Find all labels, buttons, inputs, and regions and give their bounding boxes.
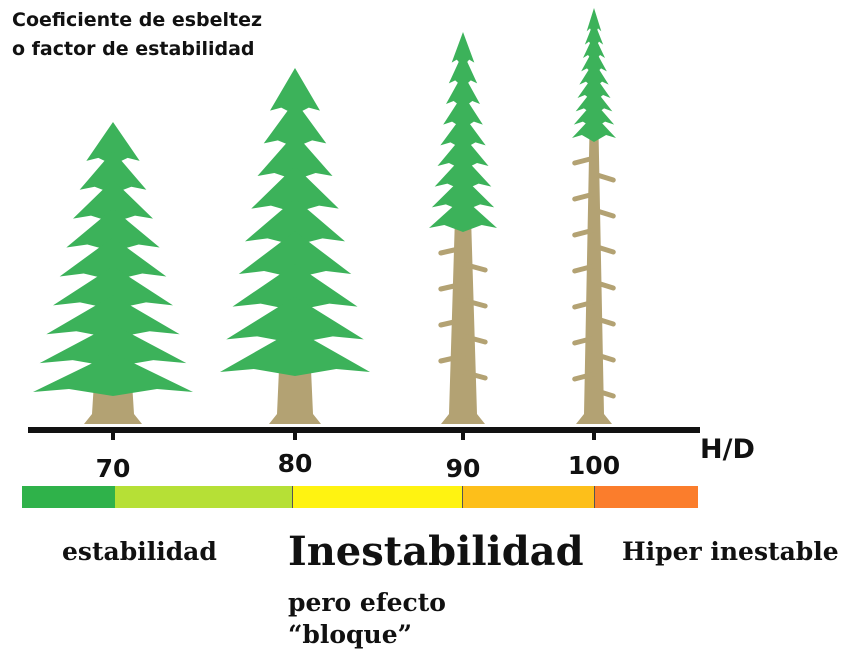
tree-branch: [460, 297, 488, 309]
tree-foliage: [39, 324, 187, 368]
tree-foliage: [53, 266, 173, 310]
scale-band-4: [462, 486, 595, 508]
tree-3: [429, 32, 497, 424]
scale-band-2: [115, 486, 292, 508]
category-unstable: Inestabilidad: [288, 528, 584, 575]
tick-label-100: 100: [567, 451, 621, 480]
tree-branch: [460, 333, 488, 345]
tree-foliage: [257, 133, 333, 180]
tree-foliage: [245, 198, 345, 246]
tree-foliage: [434, 156, 492, 191]
category-stable: estabilidad: [62, 537, 217, 566]
tree-foliage: [59, 237, 167, 281]
tree-branch: [460, 261, 488, 273]
tree-foliage: [238, 231, 352, 278]
title-line-1: Coeficiente de esbeltez: [12, 9, 263, 31]
tree-foliage: [73, 179, 153, 223]
tree-foliage: [66, 208, 160, 252]
tree-foliage: [440, 114, 486, 150]
tree-1: [33, 122, 193, 424]
scale-band-3: [292, 486, 463, 508]
tree-branch: [591, 279, 616, 291]
title-line-2: o factor de estabilidad: [12, 38, 255, 60]
tree-foliage: [270, 68, 320, 115]
tree-branch: [591, 387, 616, 399]
tree-foliage: [226, 296, 364, 344]
tree-foliage: [33, 353, 193, 396]
tree-branch: [591, 315, 616, 327]
tree-branch: [591, 351, 616, 363]
tree-foliage: [451, 32, 475, 67]
tree-foliage: [448, 52, 478, 88]
tree-branch: [591, 171, 616, 183]
tree-foliage: [446, 73, 480, 108]
diagram-title: Coeficiente de esbeltez o factor de esta…: [12, 6, 262, 64]
tree-branch: [438, 317, 466, 328]
category-hyper: Hiper inestable: [622, 537, 839, 566]
tree-branch: [572, 335, 597, 346]
tree-branch: [572, 191, 597, 202]
tree-foliage: [86, 122, 140, 165]
tree-2: [220, 68, 370, 424]
tree-branch: [572, 299, 597, 310]
tree-branch: [572, 155, 597, 166]
tick-label-70: 70: [95, 454, 131, 483]
tree-branch: [438, 281, 466, 292]
scale-band-1: [22, 486, 115, 508]
tick-label-80: 80: [277, 449, 313, 478]
tree-branch: [438, 245, 466, 256]
tree-foliage: [251, 166, 339, 213]
tree-trunk: [441, 52, 485, 424]
category-unstable-note-2: “bloque”: [288, 620, 412, 649]
tree-trunk: [576, 28, 612, 424]
category-unstable-note-1: pero efecto: [288, 588, 446, 617]
tree-foliage: [79, 150, 147, 194]
tree-foliage: [572, 114, 616, 142]
tick-label-90: 90: [445, 454, 481, 483]
tree-foliage: [429, 197, 497, 232]
tree-foliage: [46, 295, 180, 339]
tree-branch: [591, 243, 616, 255]
tree-foliage: [232, 264, 358, 311]
scale-band-5: [594, 486, 698, 508]
tree-branch: [438, 353, 466, 364]
tree-foliage: [443, 94, 483, 129]
tree-branch: [572, 371, 597, 382]
tree-foliage: [263, 100, 327, 148]
tree-branch: [591, 207, 616, 219]
tree-branch: [572, 263, 597, 274]
tree-foliage: [431, 176, 495, 212]
tree-foliage: [437, 135, 489, 170]
trees-illustration: [28, 8, 700, 440]
tree-foliage: [220, 329, 370, 376]
axis-unit-label: H/D: [700, 434, 755, 465]
tree-branch: [460, 369, 488, 381]
tree-branch: [572, 227, 597, 238]
tree-4: [572, 8, 616, 424]
